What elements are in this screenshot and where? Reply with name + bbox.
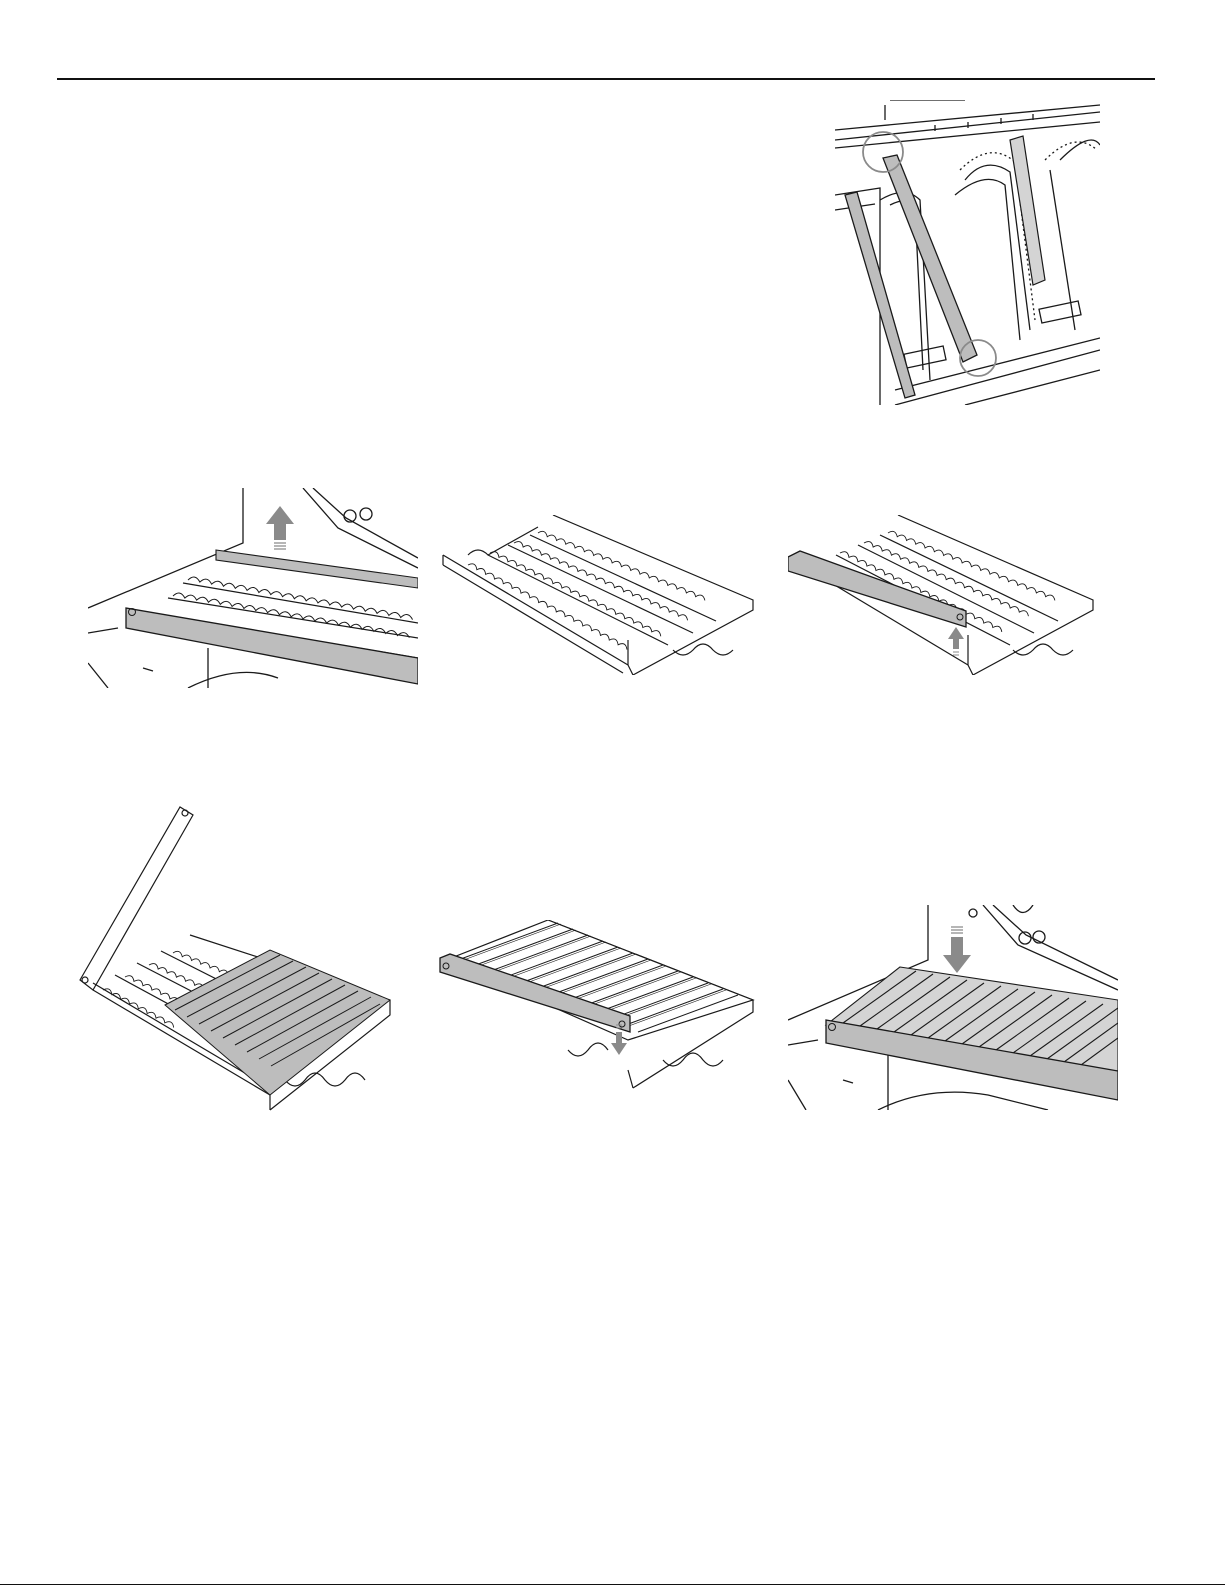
arrow-up-icon <box>266 506 294 549</box>
tray-lift-out-diagram <box>88 488 418 688</box>
arrow-down-icon <box>943 927 971 973</box>
figure-burner-tents <box>835 100 1100 405</box>
header-rule <box>57 78 1155 80</box>
tray-bars-swing-diagram <box>75 805 395 1115</box>
burner-tent-diagram <box>835 100 1100 405</box>
figure-tray-bare <box>438 515 758 675</box>
figure-tray-bars-swing-open <box>75 805 395 1115</box>
figure-tray-bars-lower-bar <box>438 920 758 1090</box>
figure-tray-bar-lift <box>788 515 1108 675</box>
figure-tray-bars-installed <box>788 905 1118 1110</box>
tray-bar-lift-diagram <box>788 515 1108 675</box>
tray-bars-installed-diagram <box>788 905 1118 1110</box>
arrow-up-icon <box>948 627 964 655</box>
tray-bars-lower-diagram <box>438 920 758 1090</box>
tray-bare-diagram <box>438 515 758 675</box>
figure-tray-lift-out <box>88 488 418 688</box>
